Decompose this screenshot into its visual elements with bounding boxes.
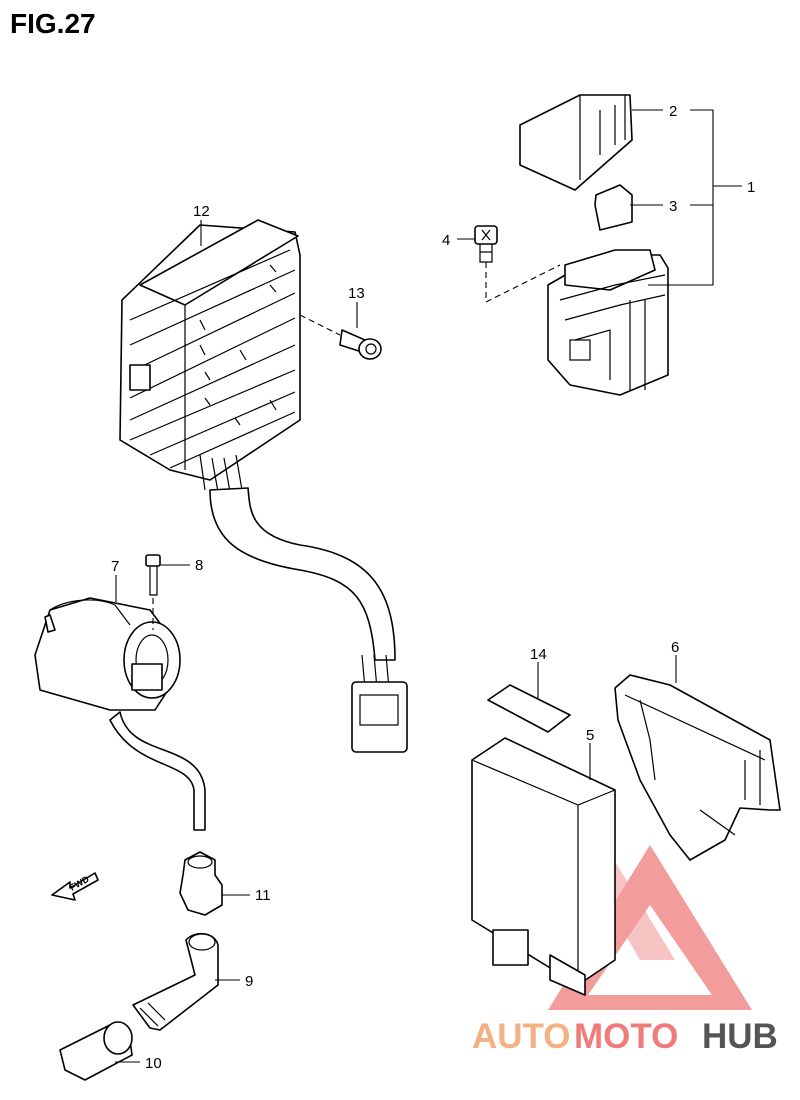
callout-5: 5 [586,727,594,744]
callout-13: 13 [348,285,365,302]
callout-11: 11 [255,887,271,904]
figure-title: FIG.27 [10,8,96,39]
cap-part-10 [59,1021,133,1081]
bolt-part-8 [145,554,161,630]
callout-7: 7 [111,558,119,575]
watermark-text: AUTO MOTO HUB [472,1017,778,1056]
callout-3: 3 [669,198,677,215]
callout-2: 2 [669,103,677,120]
watermark-moto: MOTO [574,1017,678,1056]
callout-14: 14 [530,646,547,663]
callout-4: 4 [442,232,450,249]
ecu-part-5 [471,737,616,996]
leader-lines [115,109,742,1063]
watermark-auto: AUTO [472,1017,571,1056]
callout-8: 8 [195,557,203,574]
callout-12: 12 [193,203,210,220]
callout-6: 6 [671,639,679,656]
pad-part-14 [487,684,571,733]
callout-labels: 2 1 3 4 12 13 8 7 14 5 6 11 9 10 [111,103,755,1072]
screw-part-4 [474,225,561,303]
starter-relay-part-1 [519,94,669,396]
watermark-hub: HUB [702,1017,778,1056]
callout-10: 10 [145,1055,162,1072]
ignition-coil-part-7 [34,597,206,831]
callout-1: 1 [747,179,755,196]
grommet-part-11 [179,851,223,916]
bolt-part-13 [299,314,382,360]
callout-9: 9 [245,973,253,990]
regulator-rectifier-part-12 [119,219,408,753]
spark-plug-cap-part-9 [132,932,219,1031]
cover-part-6 [614,674,781,861]
